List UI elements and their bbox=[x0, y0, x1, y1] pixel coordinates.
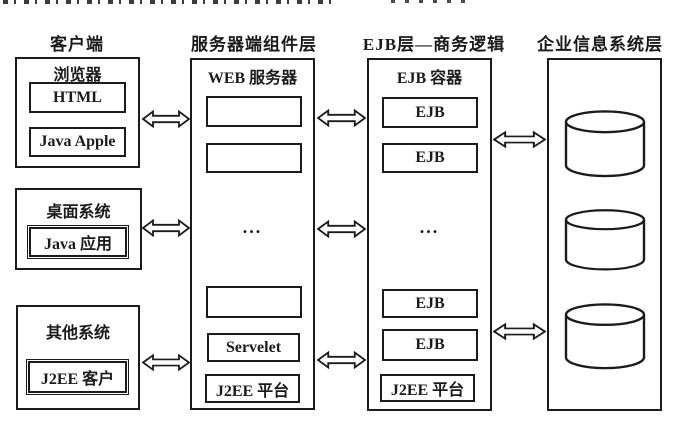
web-server-header: WEB 服务器 bbox=[207, 70, 298, 87]
j2ee-platform-box: J2EE 平台 bbox=[380, 374, 475, 402]
column-title-ejb: EJB层—商务逻辑 bbox=[362, 35, 506, 54]
double-arrow-icon bbox=[142, 107, 190, 131]
ejb-box: EJB bbox=[382, 97, 478, 128]
empty-component-slot bbox=[206, 96, 302, 127]
web-server-box: WEB 服务器 ... Servelet J2EE 平台 bbox=[190, 58, 315, 410]
browser-header: 浏览器 bbox=[53, 67, 102, 84]
column-title-eis: 企业信息系统层 bbox=[537, 35, 663, 54]
other-system-box: 其他系统 J2EE 客户 bbox=[16, 305, 140, 410]
cropped-text-fragment bbox=[3, 0, 331, 4]
java-applet-box: Java Apple bbox=[29, 127, 126, 157]
cropped-text-fragment bbox=[391, 0, 473, 3]
ejb-container-box: EJB 容器 EJB EJB ... EJB EJB J2EE 平台 bbox=[367, 58, 492, 411]
double-arrow-icon bbox=[142, 351, 190, 374]
double-arrow-icon bbox=[317, 348, 366, 372]
ejb-container-header: EJB 容器 bbox=[396, 70, 463, 87]
ellipsis: ... bbox=[419, 217, 440, 237]
ejb-box: EJB bbox=[382, 329, 478, 361]
empty-component-slot bbox=[206, 143, 302, 173]
servlet-box: Servelet bbox=[207, 333, 300, 362]
eis-box bbox=[547, 58, 662, 411]
double-arrow-icon bbox=[493, 128, 546, 151]
ejb-box: EJB bbox=[382, 143, 478, 173]
column-title-client: 客户端 bbox=[50, 35, 104, 54]
ellipsis: ... bbox=[242, 217, 263, 237]
ejb-box: EJB bbox=[382, 289, 478, 318]
double-arrow-icon bbox=[317, 217, 366, 241]
double-arrow-icon bbox=[317, 106, 366, 130]
empty-component-slot bbox=[206, 286, 302, 318]
database-cylinder-icon bbox=[563, 208, 647, 273]
other-system-header: 其他系统 bbox=[45, 325, 110, 342]
java-app-box: Java 应用 bbox=[27, 225, 129, 259]
j2ee-client-box: J2EE 客户 bbox=[26, 359, 129, 395]
database-cylinder-icon bbox=[563, 302, 647, 372]
desktop-system-header: 桌面系统 bbox=[46, 204, 111, 221]
database-cylinder-icon bbox=[563, 109, 647, 180]
html-box: HTML bbox=[29, 82, 126, 113]
j2ee-platform-box: J2EE 平台 bbox=[205, 374, 300, 403]
double-arrow-icon bbox=[142, 216, 190, 240]
double-arrow-icon bbox=[493, 320, 546, 343]
browser-box: 浏览器 HTML Java Apple bbox=[15, 57, 140, 168]
desktop-system-box: 桌面系统 Java 应用 bbox=[15, 188, 142, 270]
column-title-server: 服务器端组件层 bbox=[191, 35, 317, 54]
